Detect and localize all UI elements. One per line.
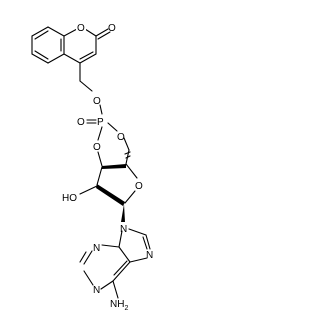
bond bbox=[124, 190, 136, 204]
atom-coumarin-ring-o: O bbox=[77, 23, 85, 34]
amine-subscript: 2 bbox=[124, 305, 128, 312]
atom-phosphorus: P bbox=[97, 117, 104, 128]
bond bbox=[112, 261, 131, 282]
atom-purine-n9: N bbox=[120, 224, 127, 235]
bond bbox=[97, 151, 103, 167]
bond bbox=[100, 280, 114, 290]
cyclic-phosphate bbox=[86, 104, 130, 167]
atom-phosphoryl-o: O bbox=[77, 117, 85, 128]
adenine-moiety bbox=[79, 228, 151, 299]
ribose-ring bbox=[79, 149, 138, 222]
bond bbox=[129, 257, 148, 263]
bond bbox=[128, 228, 147, 236]
bond bbox=[84, 28, 97, 37]
double-bond-inner bbox=[79, 51, 94, 60]
bond bbox=[79, 80, 93, 92]
atom-phosphate-o3: O bbox=[93, 142, 101, 153]
double-bond-inner bbox=[34, 50, 49, 60]
bond bbox=[63, 53, 81, 64]
bond bbox=[123, 137, 130, 151]
bond bbox=[112, 280, 119, 299]
bond bbox=[63, 28, 78, 37]
double-bond-inner bbox=[142, 236, 148, 250]
chemical-structure-canvas: O O O P O O O O HO N N N N NH2 bbox=[31, 21, 153, 312]
bond bbox=[31, 26, 49, 37]
bond bbox=[31, 53, 49, 64]
double-bond-inner bbox=[34, 30, 49, 40]
atom-purine-n1: N bbox=[93, 285, 100, 296]
amine-label: NH bbox=[110, 299, 124, 310]
atom-purine-n3: N bbox=[93, 243, 100, 254]
hash-bond bbox=[124, 151, 131, 155]
carbonyl-bond bbox=[97, 31, 111, 40]
atom-phosphate-o5: O bbox=[117, 132, 125, 143]
bond bbox=[97, 126, 103, 141]
hash-bond bbox=[125, 155, 131, 159]
coumarin-moiety bbox=[31, 26, 111, 92]
bond bbox=[83, 270, 94, 286]
atom-purine-n7: N bbox=[146, 250, 153, 261]
bond bbox=[118, 230, 123, 248]
bond bbox=[47, 26, 65, 37]
atom-hydroxyl: HO bbox=[62, 193, 77, 204]
bond bbox=[79, 185, 98, 195]
bond bbox=[47, 53, 65, 64]
bond bbox=[99, 104, 103, 115]
atom-amine: NH2 bbox=[110, 299, 128, 312]
carbonyl-bond bbox=[95, 28, 109, 37]
bond bbox=[79, 53, 97, 64]
bond bbox=[107, 122, 118, 132]
atom-labels: O O O P O O O O HO N N N N NH2 bbox=[62, 21, 153, 312]
wedge-bond bbox=[121, 204, 125, 222]
bold-bond bbox=[102, 164, 126, 169]
bold-bond bbox=[96, 184, 125, 206]
bond bbox=[101, 244, 120, 248]
chemical-structure-drawing: O O O P O O O O HO N N N N NH2 bbox=[31, 21, 153, 312]
double-bond-inner bbox=[79, 251, 87, 263]
bond bbox=[96, 166, 103, 186]
atom-phosphate-ester-o: O bbox=[93, 96, 101, 107]
atom-coumarin-carbonyl-o: O bbox=[108, 23, 116, 34]
bond bbox=[145, 234, 151, 250]
bond bbox=[83, 250, 93, 265]
atom-furanose-o: O bbox=[135, 181, 143, 192]
bond bbox=[118, 246, 131, 263]
double-bond-inner bbox=[113, 260, 128, 276]
bond bbox=[125, 163, 138, 179]
